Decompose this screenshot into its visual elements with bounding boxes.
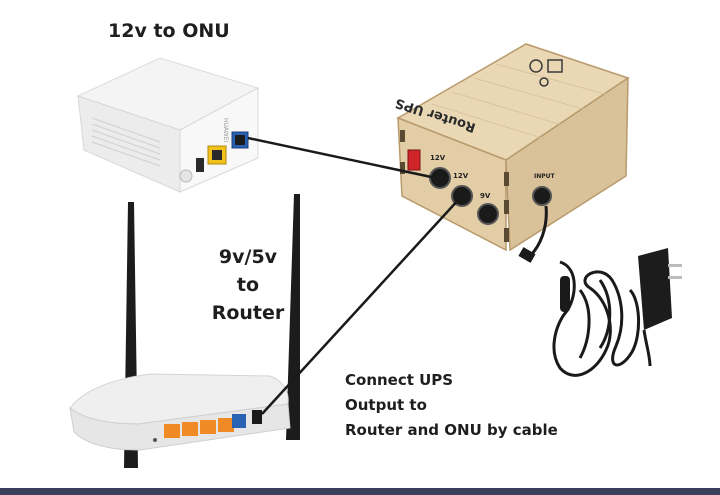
instruction-line-1: Connect UPS xyxy=(345,371,454,389)
adapter-brick xyxy=(638,248,672,330)
instruction-note: Connect UPS Output to Router and ONU by … xyxy=(345,368,558,443)
instruction-line-3: Router and ONU by cable xyxy=(345,421,558,439)
router-antenna-right xyxy=(286,194,300,440)
ups-box: Router UPS 12V 12V 9V INPUT xyxy=(393,43,630,252)
onu-device: HUAWEI xyxy=(76,57,260,193)
ups-port-label-2: 12V xyxy=(453,172,469,180)
adapter-ferrite-bead xyxy=(560,276,570,312)
router-power-label-line-3: Router xyxy=(211,302,285,324)
bottom-bar xyxy=(0,488,720,495)
ups-output-port-3: 9V xyxy=(477,192,499,225)
cable-ups-to-router xyxy=(261,197,461,415)
router-power-label-line-2: to xyxy=(236,274,260,296)
ups-logo-icon xyxy=(529,59,563,87)
router-wan-port xyxy=(232,414,246,428)
router-power-jack xyxy=(252,410,262,424)
router-lan-ports xyxy=(164,418,234,438)
cable-ups-to-onu xyxy=(247,136,437,180)
ups-port-label-1: 12V xyxy=(430,154,446,162)
ups-power-switch[interactable] xyxy=(407,149,421,171)
onu-brand: HUAWEI xyxy=(222,118,229,142)
onu-power-jack xyxy=(196,158,204,172)
ups-input-label: INPUT xyxy=(534,173,556,180)
router-power-label: 9v/5v to Router xyxy=(204,243,292,327)
power-adapter xyxy=(518,205,682,377)
connection-cables xyxy=(247,136,461,415)
instruction-line-2: Output to xyxy=(345,396,427,414)
onu-power-button-icon xyxy=(179,169,193,183)
onu-power-label: 12v to ONU xyxy=(108,20,230,42)
wifi-router xyxy=(69,194,300,468)
ups-port-label-3: 9V xyxy=(480,192,491,200)
ups-input-port: INPUT xyxy=(532,173,556,206)
router-power-label-line-1: 9v/5v xyxy=(218,246,278,268)
